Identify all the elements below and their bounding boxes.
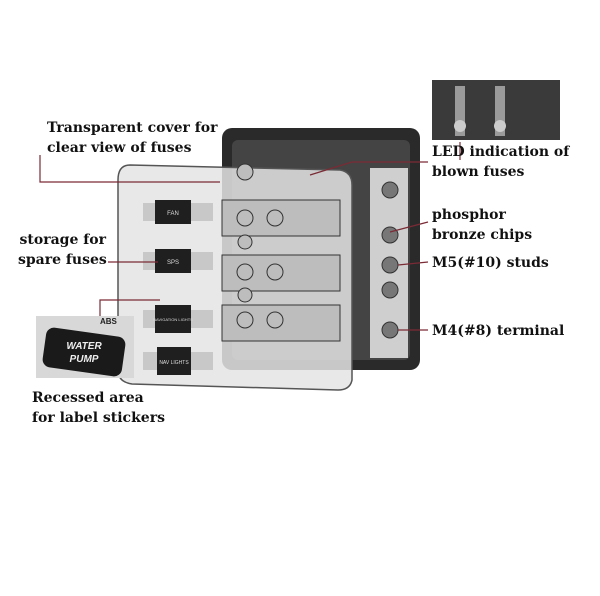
led-inset-photo: [432, 80, 560, 140]
fuse-label-nav-lights: NAV LIGHTS: [159, 360, 189, 366]
callout-line: clear view of fuses: [47, 140, 192, 156]
callout-spare-fuse-storage: storage for spare fuses: [18, 230, 107, 270]
callout-line: spare fuses: [18, 252, 107, 268]
callout-line: Recessed area: [32, 390, 144, 406]
label-sticker-inset: ABS WATER PUMP: [36, 316, 134, 378]
callout-line: storage for: [19, 232, 106, 248]
fuse-label-fan: FAN: [167, 211, 179, 217]
callout-line: for label stickers: [32, 410, 165, 426]
spare-fuses: [143, 200, 213, 375]
callout-line: bronze chips: [432, 227, 533, 243]
callout-line: LED indication of: [432, 144, 570, 160]
callout-transparent-cover: Transparent cover for clear view of fuse…: [47, 118, 217, 158]
sticker-text-water: WATER: [66, 341, 102, 352]
fuse-label-sps: SPS: [167, 260, 179, 266]
callout-m4-terminal: M4(#8) terminal: [432, 323, 565, 339]
leader-lines: [39, 142, 461, 331]
fuse-label-nav-lights-long: NAVIGATION LIGHTS: [153, 317, 193, 322]
callout-line: blown fuses: [432, 164, 525, 180]
callout-led-indication: LED indication of blown fuses: [432, 142, 569, 182]
sticker-text-pump: PUMP: [70, 354, 99, 365]
callout-line: phosphor: [432, 207, 506, 223]
sticker-abs-text: ABS: [100, 317, 118, 326]
callout-phosphor-bronze-chips: phosphor bronze chips: [432, 205, 532, 245]
callout-m5-studs: M5(#10) studs: [432, 255, 549, 271]
callout-line: Transparent cover for: [47, 120, 218, 136]
callout-recessed-area: Recessed area for label stickers: [32, 388, 165, 428]
